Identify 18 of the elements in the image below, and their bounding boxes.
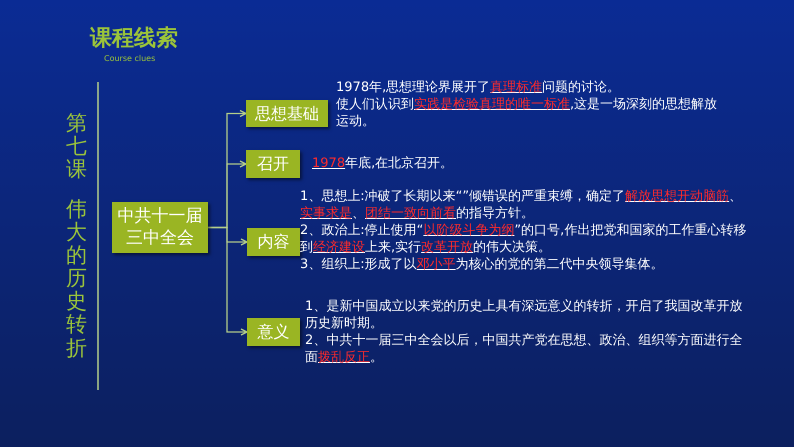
title: 课程线索 (90, 25, 178, 53)
description-text: 3、组织上:形成了以邓小平为核心的党的第二代中央领导集体。 (300, 256, 665, 273)
description-text: 2、中共十一届三中全会以后，中国共产党在思想、政治、组织等方面进行全面拨乱反正。 (305, 332, 744, 366)
topic-box: 思想基础 (246, 100, 328, 127)
arrow (208, 226, 248, 336)
vertical-lesson-title: 伟大的历史转折 (66, 198, 87, 360)
subtitle: Course clues (104, 53, 156, 65)
topic-box: 中共十一届三中全会 (112, 202, 208, 253)
description-text: 1978年底,在北京召开。 (312, 155, 454, 172)
description-text: 使人们认识到实践是检验真理的唯一标准,这是一场深刻的思想解放运动。 (336, 96, 718, 130)
vertical-lesson-number: 第七课 (66, 112, 87, 182)
description-text: 1978年,思想理论界展开了真理标准问题的讨论。 (336, 79, 622, 96)
topic-box: 意义 (247, 318, 300, 346)
description-text: 1、思想上:冲破了长期以来“”倾错误的严重束缚，确定了解放思想开动脑筋、实事求是、团结一致向前看的指导方针。 (300, 188, 744, 222)
topic-box: 内容 (247, 228, 300, 256)
topic-box: 召开 (246, 150, 300, 178)
description-text: 2、政治上:停止使用“以阶级斗争为纲”的口号,作出把党和国家的工作重心转移到经济建设上来,实行改革开放的伟大决策。 (300, 222, 748, 256)
description-text: 1、是新中国成立以来党的历史上具有深远意义的转折，开启了我国改革开放历史新时期。 (305, 298, 744, 332)
